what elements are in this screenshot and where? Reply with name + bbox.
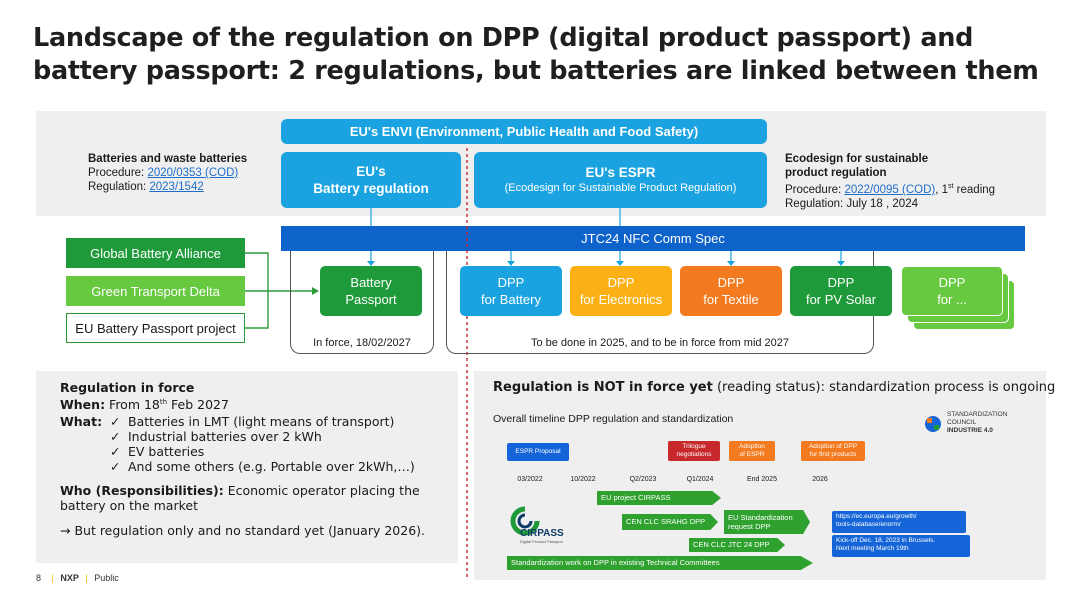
standardization-work-bar: Standardization work on DPP in existing … [507, 556, 813, 570]
cirpass-logo: CIRPASS Digital Product Passport [506, 506, 572, 544]
check-icon: ✓ [110, 444, 121, 460]
regulation-in-force-heading: Regulation in force [60, 380, 195, 395]
dpp-textile-box: DPP for Textile [680, 266, 782, 316]
dpp-battery-box: DPP for Battery [460, 266, 562, 316]
regulation-in-force-content: Regulation in force When: From 18th Feb … [60, 380, 450, 538]
eu-espr-box: EU's ESPR (Ecodesign for Sustainable Pro… [474, 152, 767, 208]
what-list: ✓Batteries in LMT (light means of transp… [110, 414, 415, 474]
espr-proposal-box: ESPR Proposal [507, 443, 569, 461]
battery-procedure-link[interactable]: 2020/0353 (COD) [147, 167, 239, 179]
in-force-frame [290, 251, 434, 354]
enorm-link-box: https://ec.europa.eu/growth/ tools-datab… [832, 511, 966, 533]
eu-project-cirpass-bar: EU project CIRPASS [597, 491, 721, 505]
list-item: ✓And some others (e.g. Portable over 2kW… [110, 459, 415, 475]
regulation-in-force-panel [36, 371, 458, 563]
to-be-done-label: To be done in 2025, and to be in force f… [530, 337, 790, 349]
dpp-other-box: DPP for ... [901, 266, 1003, 316]
battery-passport-box: Battery Passport [320, 266, 422, 316]
what-section: What: ✓Batteries in LMT (light means of … [60, 414, 415, 475]
battery-regulation-info: Batteries and waste batteries Procedure:… [88, 152, 278, 194]
adoption-espr-box: Adoption of ESPR [729, 441, 775, 461]
cen-jtc24-bar: CEN CLC JTC 24 DPP [689, 538, 785, 552]
dpp-electronics-box: DPP for Electronics [570, 266, 672, 316]
timeline-tick: 2026 [812, 476, 828, 483]
page-title: Landscape of the regulation on DPP (digi… [33, 22, 1043, 88]
battery-regulation-number: Regulation: 2023/1542 [88, 181, 204, 193]
footer-separator: | [51, 573, 54, 583]
timeline-tick: Q2/2023 [629, 476, 657, 483]
dpp-pv-solar-box: DPP for PV Solar [790, 266, 892, 316]
title-line-1: Landscape of the regulation on DPP (digi… [33, 23, 974, 53]
who-line: Who (Responsibilities): Economic operato… [60, 483, 420, 499]
council-globe-icon [925, 416, 941, 432]
check-icon: ✓ [110, 459, 121, 475]
adoption-dpp-box: Adoption of DPP for first products [801, 441, 865, 461]
when-line: When: From 18th Feb 2027 [60, 397, 229, 413]
battery-regulation-link[interactable]: 2023/1542 [149, 181, 204, 193]
timeline-subtitle: Overall timeline DPP regulation and stan… [493, 413, 734, 425]
list-item: ✓Industrial batteries over 2 kWh [110, 429, 322, 445]
page-number: 8 [36, 573, 42, 583]
cen-srahg-bar: CEN CLC SRAHG DPP [622, 514, 718, 530]
eu-battery-regulation-box: EU's Battery regulation [281, 152, 461, 208]
eu-battery-passport-project-box: EU Battery Passport project [66, 313, 245, 343]
cirpass-icon [510, 506, 540, 536]
check-icon: ✓ [110, 414, 121, 430]
check-icon: ✓ [110, 429, 121, 445]
regulation-not-in-force-heading: Regulation is NOT in force yet (reading … [493, 380, 1056, 395]
timeline-tick: End 2025 [747, 476, 777, 483]
global-battery-alliance-box: Global Battery Alliance [66, 238, 245, 268]
battery-procedure: Procedure: 2020/0353 (COD) [88, 167, 239, 179]
list-item: ✓Batteries in LMT (light means of transp… [110, 414, 395, 430]
timeline-tick: 03/2022 [517, 476, 543, 483]
kickoff-box: Kick-off Dec. 18, 2023 in Brussels. Next… [832, 535, 970, 557]
battery-regulation-heading: Batteries and waste batteries [88, 153, 248, 165]
eu-standardization-request-bar: EU Standardization request DPP [724, 510, 810, 534]
envi-bar: EU's ENVI (Environment, Public Health an… [281, 119, 767, 144]
footer-label: Public [94, 573, 119, 583]
footer-brand: NXP [60, 573, 79, 583]
green-transport-delta-box: Green Transport Delta [66, 276, 245, 306]
timeline-tick: Q1/2024 [686, 476, 714, 483]
trilogue-box: Trilogue negotiations [668, 441, 720, 461]
ecodesign-procedure-link[interactable]: 2022/0095 (COD) [844, 183, 936, 196]
ecodesign-info: Ecodesign for sustainable product regula… [785, 152, 1040, 211]
timeline-tick: 10/2022 [570, 476, 596, 483]
footer-separator: | [85, 573, 88, 583]
ecodesign-procedure: Procedure: 2022/0095 (COD), 1st reading [785, 183, 996, 196]
list-item: ✓EV batteries [110, 444, 205, 460]
jtc24-bar: JTC24 NFC Comm Spec [281, 226, 1025, 251]
in-force-label: In force, 18/02/2027 [313, 337, 411, 349]
title-line-2: battery passport: 2 regulations, but bat… [33, 56, 1039, 86]
footer: 8 | NXP | Public [36, 573, 119, 583]
standardization-council-logo: STANDARDIZATION COUNCIL INDUSTRIE 4.0 [923, 411, 1033, 437]
but-line: → But regulation only and no standard ye… [60, 523, 426, 539]
